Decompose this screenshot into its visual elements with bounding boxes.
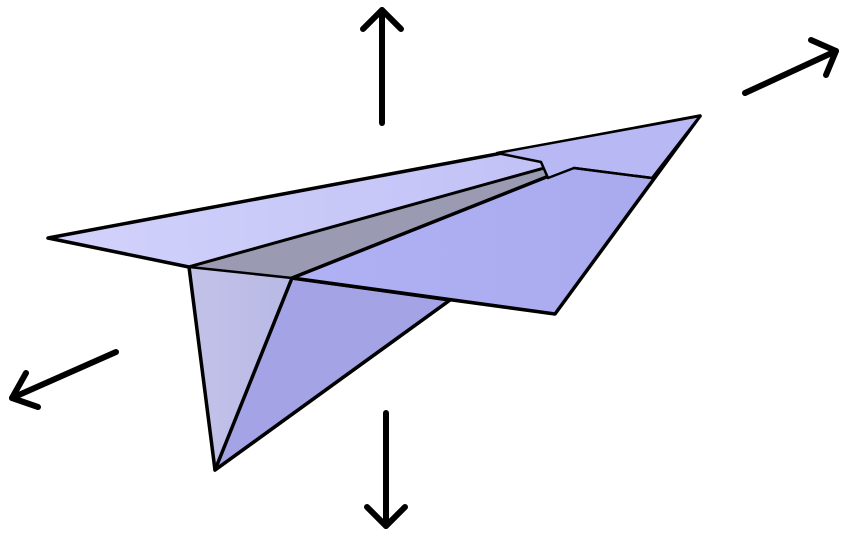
paper-airplane-icon [46, 114, 702, 472]
arrow-down-icon [364, 410, 408, 529]
arrow-up-icon [360, 7, 404, 126]
arrow-forward-icon [742, 37, 839, 96]
arrow-backward-icon [9, 349, 119, 410]
airplane-nose-crease [572, 166, 654, 180]
